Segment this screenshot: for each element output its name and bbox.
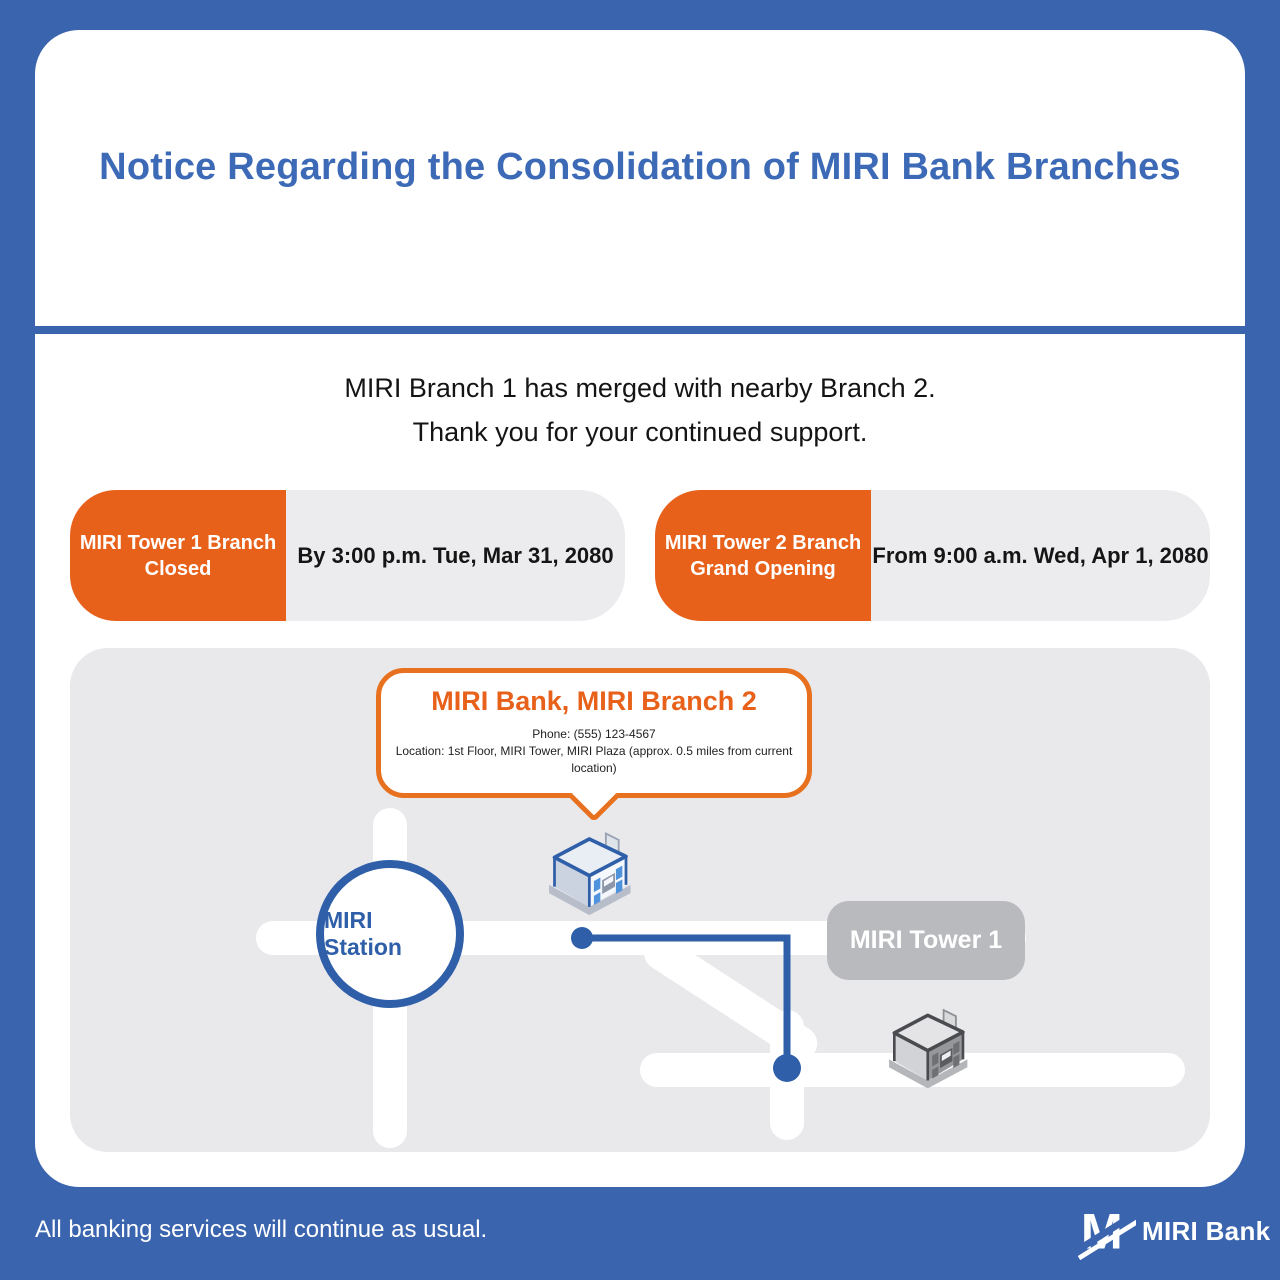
page-title: Notice Regarding the Consolidation of MI… [99, 146, 1181, 188]
opening-pill-label: MIRI Tower 2 Branch Grand Opening [655, 490, 871, 621]
miri-bank-logo-icon: M [1078, 1203, 1136, 1260]
route-line [571, 927, 801, 1082]
intro-text: MIRI Branch 1 has merged with nearby Bra… [35, 366, 1245, 454]
opening-pill-label-line1: MIRI Tower 2 Branch [664, 531, 862, 554]
intro-line-1: MIRI Branch 1 has merged with nearby Bra… [344, 373, 936, 403]
tower1-building-icon [889, 1008, 968, 1089]
opening-pill-label-line2: Grand Opening [690, 557, 836, 580]
miri-station-label: MIRI Station [324, 907, 402, 960]
closure-pill-datetime: By 3:00 p.m. Tue, Mar 31, 2080 [297, 542, 614, 568]
brand-name: MIRI Bank [1142, 1215, 1271, 1246]
closure-info-pill: MIRI Tower 1 Branch Closed By 3:00 p.m. … [70, 490, 625, 621]
branch2-callout: MIRI Bank, MIRI Branch 2 Phone: (555) 12… [376, 668, 812, 823]
branch2-location: Location: 1st Floor, MIRI Tower, MIRI Pl… [395, 744, 793, 775]
notice-card: Notice Regarding the Consolidation of MI… [35, 30, 1245, 1187]
brand-logo: M MIRI Bank [1078, 1202, 1270, 1260]
tower1-bubble: MIRI Tower 1 [827, 901, 1025, 998]
branch2-building-icon [549, 832, 631, 916]
map-panel: MIRI Bank, MIRI Branch 2 Phone: (555) 12… [70, 648, 1210, 1152]
miri-station-marker: MIRI Station [316, 860, 464, 1008]
closure-pill-label-line2: Closed [144, 557, 212, 580]
footer-note: All banking services will continue as us… [35, 1216, 488, 1243]
opening-info-pill: MIRI Tower 2 Branch Grand Opening From 9… [655, 490, 1210, 621]
intro-line-2: Thank you for your continued support. [412, 417, 868, 447]
closure-pill-label: MIRI Tower 1 Branch Closed [70, 490, 286, 621]
closure-pill-label-line1: MIRI Tower 1 Branch [79, 531, 277, 554]
header-divider [35, 326, 1245, 334]
opening-pill-datetime: From 9:00 a.m. Wed, Apr 1, 2080 [872, 542, 1209, 568]
tower1-label: MIRI Tower 1 [849, 926, 1003, 954]
branch2-callout-details: Phone: (555) 123-4567 Location: 1st Floo… [381, 726, 807, 777]
branch2-phone: Phone: (555) 123-4567 [532, 727, 656, 741]
branch2-callout-title: MIRI Bank, MIRI Branch 2 [431, 686, 757, 716]
